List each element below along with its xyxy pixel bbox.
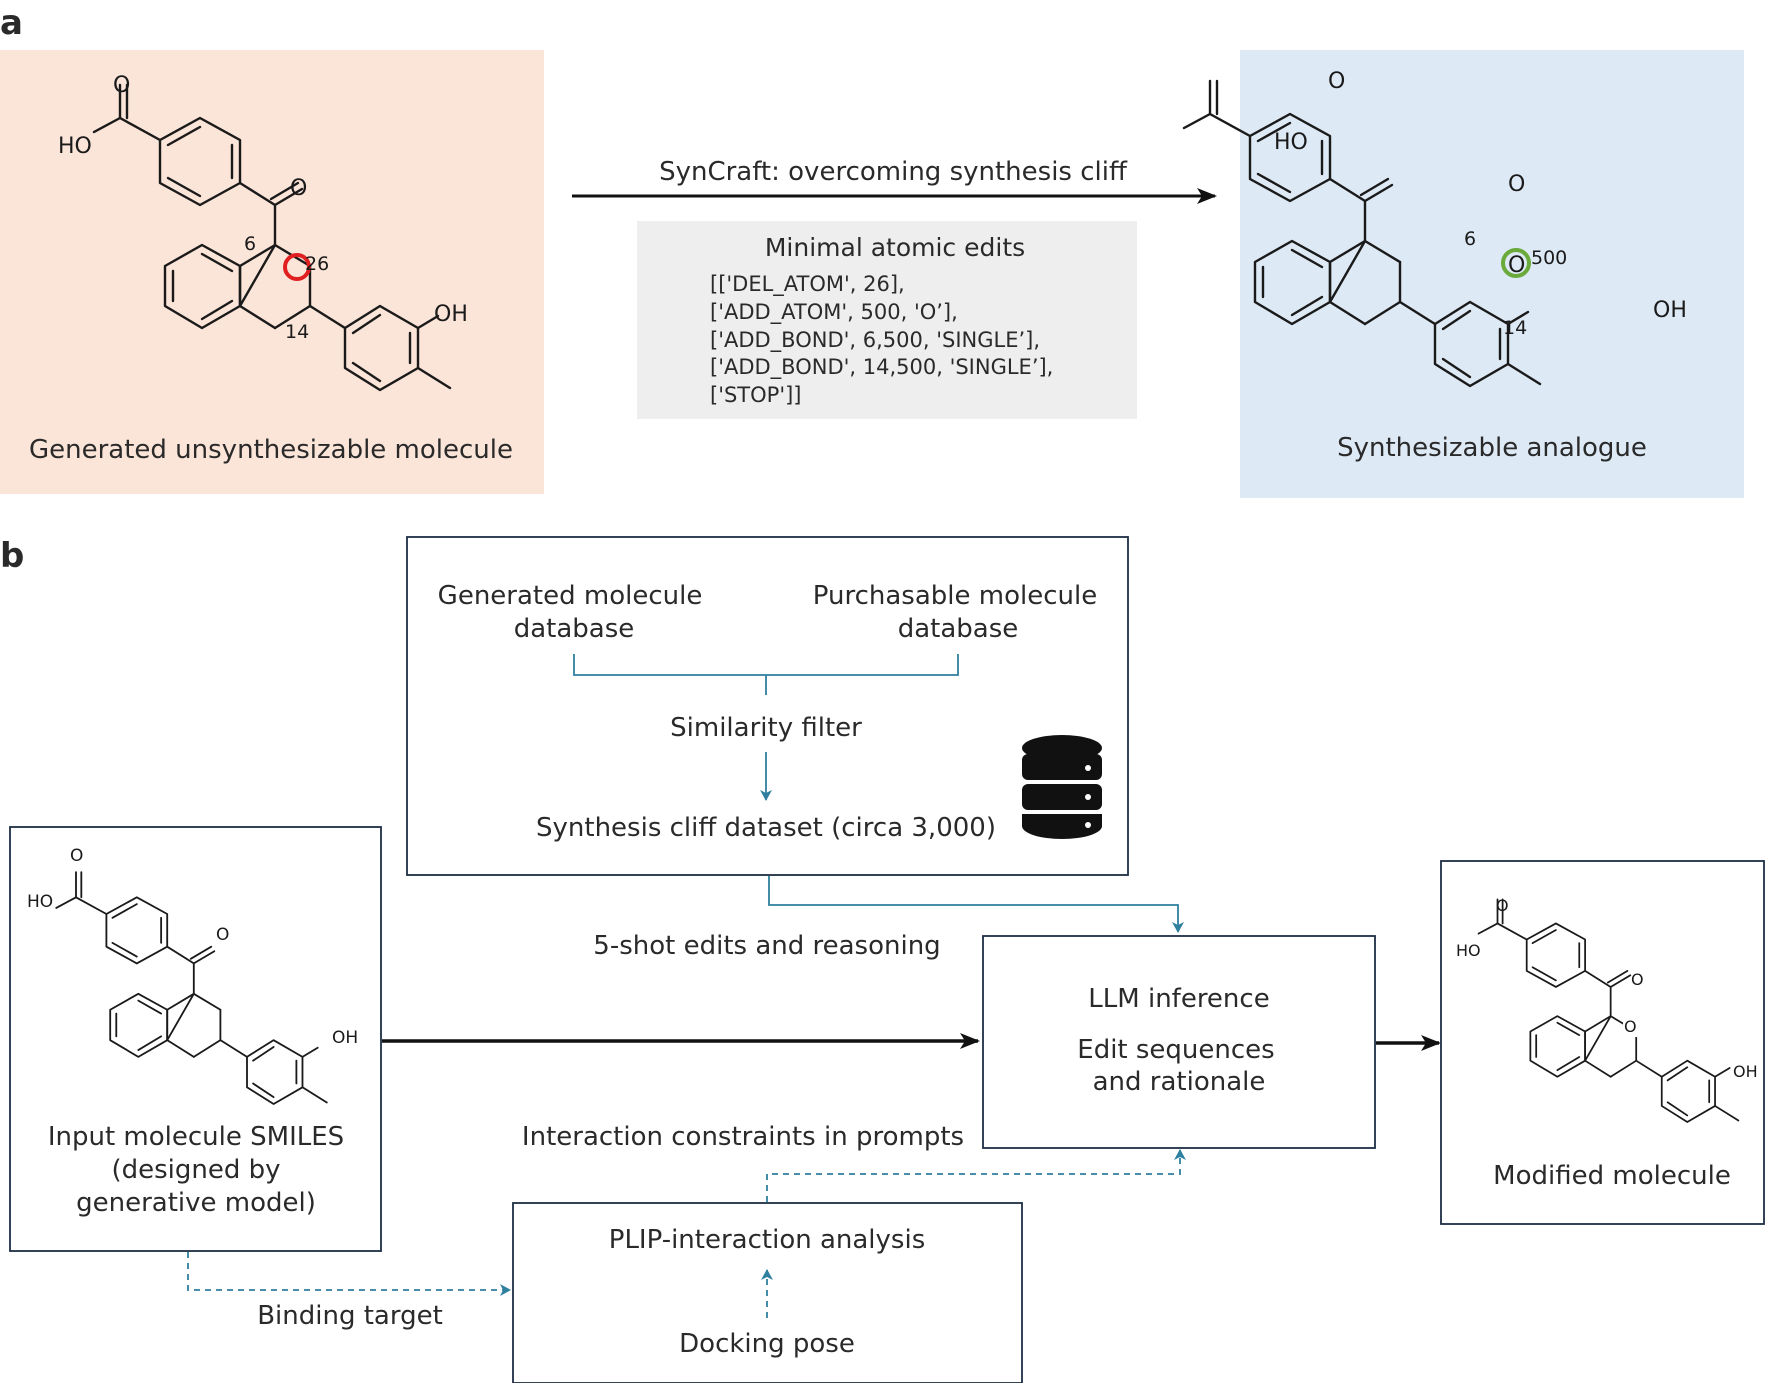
db-merge-bracket (573, 654, 959, 695)
edit-line-2: ['ADD_ATOM', 500, 'O’], (710, 300, 958, 325)
modified-molecule-box (1440, 860, 1765, 1225)
interaction-constraints-label: Interaction constraints in prompts (522, 1122, 964, 1152)
similarity-filter-label: Similarity filter (670, 713, 862, 743)
llm-inference-box (982, 935, 1376, 1149)
atom-label-oh: OH (434, 302, 468, 327)
atom-index-6-right: 6 (1464, 228, 1476, 250)
atom-label-carbonyl-o1: O (113, 73, 130, 98)
atom-label-ring-o: O (1508, 253, 1525, 278)
atom-index-500: 500 (1531, 247, 1567, 269)
dataset-to-llm-connector (768, 876, 1184, 933)
panel-b-label: b (0, 536, 24, 576)
added-atom-highlight (1501, 248, 1531, 278)
mod-atom-o2: O (1631, 970, 1644, 989)
modified-ring-o-mask (1623, 1017, 1638, 1037)
purchasable-db-label-line2: database (898, 614, 1019, 644)
plip-to-llm-connector (766, 1149, 1186, 1202)
atom-index-26: 26 (305, 253, 329, 275)
atom-label-carbonyl-o2-right: O (1508, 172, 1525, 197)
docking-pose-label: Docking pose (679, 1329, 855, 1359)
atom-label-carbonyl-o1-right: O (1328, 69, 1345, 94)
atom-label-ho-right: HO (1274, 130, 1308, 155)
edit-line-4: ['ADD_BOND', 14,500, 'SINGLE’], (710, 355, 1053, 380)
input-caption-line2: (designed by (111, 1155, 280, 1185)
llm-sub-line2: and rationale (1093, 1067, 1266, 1097)
input-atom-o2: O (216, 925, 229, 945)
mod-atom-ho: HO (1456, 941, 1481, 960)
atom-index-14: 14 (285, 321, 309, 343)
database-icon (1022, 735, 1102, 839)
generated-db-label-line2: database (514, 614, 635, 644)
input-molecule-box (9, 826, 382, 1252)
dataset-construction-box (406, 536, 1129, 876)
binding-target-label: Binding target (257, 1301, 443, 1331)
atom-index-6: 6 (244, 233, 256, 255)
atom-label-ho: HO (58, 134, 92, 159)
input-atom-ho: HO (27, 892, 53, 912)
deleted-atom-highlight (283, 253, 311, 281)
plip-label: PLIP-interaction analysis (609, 1225, 925, 1255)
edit-line-5: ['STOP']] (710, 383, 801, 407)
left-molecule-caption: Generated unsynthesizable molecule (29, 435, 513, 465)
llm-sub-line1: Edit sequences (1077, 1035, 1274, 1065)
llm-title: LLM inference (1088, 984, 1269, 1014)
input-caption-line3: generative model) (76, 1188, 316, 1218)
generated-db-label-line1: Generated molecule (438, 581, 703, 611)
edits-title: Minimal atomic edits (765, 233, 1025, 262)
input-to-plip-connector (187, 1252, 511, 1296)
panel-a-label: a (0, 3, 23, 43)
input-atom-oh: OH (332, 1028, 358, 1048)
right-molecule-panel (1240, 50, 1744, 498)
five-shot-label: 5-shot edits and reasoning (593, 931, 940, 961)
cliff-dataset-label: Synthesis cliff dataset (circa 3,000) (536, 813, 996, 843)
left-molecule-panel (0, 50, 544, 494)
edit-line-3: ['ADD_BOND', 6,500, 'SINGLE’], (710, 328, 1040, 353)
atom-index-14-right: 14 (1503, 317, 1527, 339)
mod-atom-oh: OH (1733, 1062, 1758, 1081)
atom-label-carbonyl-o2: O (290, 176, 307, 201)
atom-label-oh-right: OH (1653, 298, 1687, 323)
right-molecule-caption: Synthesizable analogue (1337, 433, 1647, 463)
arrow-title: SynCraft: overcoming synthesis cliff (659, 157, 1128, 187)
input-atom-o1: O (70, 846, 83, 866)
purchasable-db-label-line1: Purchasable molecule (813, 581, 1097, 611)
edit-line-1: [['DEL_ATOM', 26], (710, 272, 905, 297)
modified-caption: Modified molecule (1493, 1161, 1731, 1191)
mod-atom-o1: O (1496, 896, 1509, 915)
mod-atom-ring-o: O (1624, 1017, 1637, 1036)
edits-box (637, 221, 1137, 419)
input-caption-line1: Input molecule SMILES (48, 1122, 344, 1152)
